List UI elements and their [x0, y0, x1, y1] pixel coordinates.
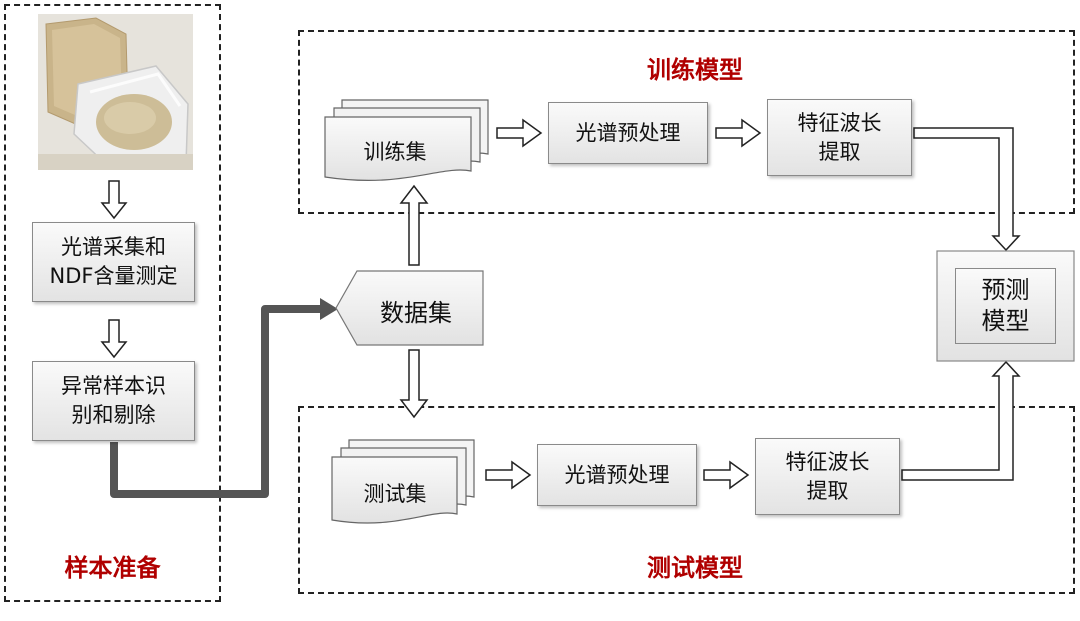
arrow-train-preprocess-to-feature — [715, 118, 762, 148]
sample-prep-title: 样本准备 — [64, 554, 161, 582]
outlier-removal-box: 异常样本识 别和剔除 — [32, 361, 195, 441]
prediction-model-box: 预测 模型 — [955, 268, 1056, 344]
arrow-dataset-to-test — [399, 349, 429, 419]
train-feature-line2: 提取 — [818, 139, 861, 164]
train-feature-box: 特征波长 提取 — [767, 99, 912, 176]
arrow-dataset-to-train — [399, 184, 429, 266]
spectral-collection-box: 光谱采集和 NDF含量测定 — [32, 222, 195, 302]
spectral-collection-line1: 光谱采集和 — [61, 235, 166, 259]
outlier-removal-line2: 别和剔除 — [71, 403, 156, 427]
test-model-group — [298, 406, 1075, 594]
prediction-model-line2: 模型 — [981, 307, 1030, 335]
outlier-removal-line1: 异常样本识 — [61, 374, 166, 398]
test-feature-line2: 提取 — [806, 478, 849, 503]
test-set-label: 测试集 — [363, 482, 427, 506]
sample-photo — [38, 14, 193, 170]
arrow-outlier-to-dataset — [110, 305, 322, 498]
arrow-testset-to-preprocess — [485, 460, 532, 490]
arrow-photo-to-collection — [100, 180, 128, 220]
test-preprocess-box: 光谱预处理 — [537, 444, 697, 506]
spectral-collection-line2: NDF含量测定 — [49, 264, 178, 288]
arrow-collection-to-outlier — [100, 319, 128, 359]
test-model-title: 测试模型 — [647, 554, 743, 582]
dataset-shape — [335, 270, 484, 346]
train-feature-line1: 特征波长 — [797, 110, 882, 135]
train-set-label: 训练集 — [363, 140, 427, 164]
arrow-test-feature-to-model — [901, 360, 1021, 481]
test-feature-line1: 特征波长 — [785, 449, 870, 474]
train-model-title: 训练模型 — [647, 56, 743, 84]
arrow-train-feature-to-model — [913, 127, 1021, 252]
sample-prep-group — [4, 4, 221, 602]
test-set-doc-stack — [331, 439, 475, 524]
prediction-model-line1: 预测 — [981, 276, 1030, 304]
arrow-trainset-to-preprocess — [496, 118, 543, 148]
dataset-label: 数据集 — [380, 299, 452, 327]
train-model-group — [298, 30, 1075, 214]
train-set-doc-stack — [324, 99, 489, 181]
arrow-test-preprocess-to-feature — [703, 460, 750, 490]
train-preprocess-box: 光谱预处理 — [548, 102, 708, 164]
test-feature-box: 特征波长 提取 — [755, 438, 900, 515]
